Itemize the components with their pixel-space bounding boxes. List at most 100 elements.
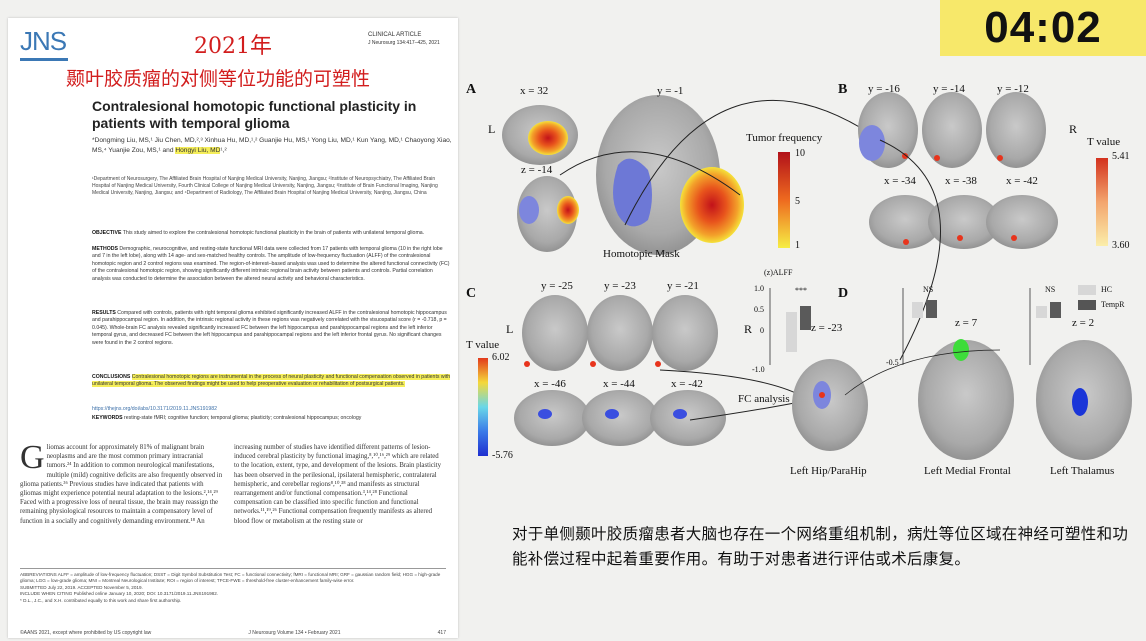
doi-link[interactable]: https://thejns.org/doi/abs/10.3171/2019.… bbox=[92, 406, 218, 412]
tumor-overlay-sagittal bbox=[528, 121, 568, 155]
panel-a-left-marker: L bbox=[488, 122, 496, 136]
journal-issue: J Neurosurg Volume 134 • February 2021 bbox=[248, 630, 341, 636]
authors-post: ¹,² bbox=[220, 147, 227, 154]
panel-c-y1: y = -25 bbox=[541, 280, 573, 292]
author-list: *Dongming Liu, MS,¹ Jiu Chen, MD,²,³ Xin… bbox=[92, 136, 452, 156]
brain-coronal-c1 bbox=[522, 295, 588, 371]
y-tick-neg05: -0.5 bbox=[886, 358, 899, 367]
page-footer: ©AANS 2021, except where prohibited by U… bbox=[20, 630, 446, 636]
bar-hc-3 bbox=[1036, 306, 1047, 318]
homotopic-mask bbox=[613, 158, 652, 227]
activation-b3 bbox=[997, 155, 1003, 161]
bar-hc-2 bbox=[912, 302, 923, 318]
panel-b-x3: x = -42 bbox=[1006, 175, 1038, 187]
ns-marker-2: NS bbox=[1045, 285, 1056, 294]
hip-roi-core bbox=[819, 392, 825, 398]
t-value-colorbar-c bbox=[478, 358, 488, 456]
activation-b5 bbox=[957, 235, 963, 241]
intro-column-right: increasing number of studies have identi… bbox=[234, 444, 442, 525]
brain-sagittal-c3 bbox=[650, 390, 726, 446]
y-tick-05: 0.5 bbox=[754, 305, 764, 314]
connector-arc-big bbox=[624, 99, 881, 226]
paper-title: Contralesional homotopic functional plas… bbox=[92, 98, 417, 131]
thalamus-roi bbox=[1072, 388, 1088, 416]
activation-b6 bbox=[1011, 235, 1017, 241]
year-annotation: 2021年 bbox=[194, 34, 272, 59]
panel-b-y2: y = -14 bbox=[933, 83, 965, 95]
activation-b2 bbox=[934, 155, 940, 161]
brain-axial-a bbox=[517, 176, 577, 252]
brain-coronal-b3 bbox=[986, 92, 1046, 168]
panel-b-colorbar-title: T value bbox=[1087, 136, 1121, 148]
tumor-frequency-title: Tumor frequency bbox=[746, 132, 823, 144]
mask-overlay-b1 bbox=[859, 125, 885, 161]
brain-axial-hip bbox=[792, 359, 868, 451]
panel-c-y3: y = -21 bbox=[667, 280, 699, 292]
panel-d-z-thalamus: z = 2 bbox=[1072, 317, 1095, 329]
keywords-text: resting-state fMRI; cognitive function; … bbox=[124, 415, 362, 421]
legend-swatch-hc bbox=[1078, 285, 1096, 295]
panel-c-brains bbox=[478, 295, 811, 456]
panel-b-brains bbox=[858, 92, 1108, 361]
ns-marker-1: NS bbox=[923, 285, 934, 294]
panel-a-z-coord: z = -14 bbox=[521, 164, 553, 176]
brain-sagittal-b2 bbox=[928, 195, 1000, 249]
panel-b-right-marker: R bbox=[1069, 122, 1078, 136]
paper-page: JNS 2021年 CLINICAL ARTICLE J Neurosurg 1… bbox=[8, 18, 458, 638]
significance-marker: *** bbox=[795, 286, 807, 295]
activation-b4 bbox=[903, 239, 909, 245]
deactivation-c3 bbox=[673, 409, 687, 419]
panel-a-brains bbox=[502, 95, 881, 255]
affiliations: ¹Department of Neurosurgery, The Affilia… bbox=[92, 176, 438, 196]
brain-sagittal-b1 bbox=[869, 195, 941, 249]
panel-c-x1: x = -46 bbox=[534, 378, 566, 390]
bar-tempr-3 bbox=[1050, 302, 1061, 318]
footnotes: ABBREVIATIONS ALFF = amplitude of low-fr… bbox=[20, 572, 446, 604]
panel-a-y-coord: y = -1 bbox=[657, 85, 684, 97]
bar-hc-1 bbox=[786, 312, 797, 352]
connector-arc-a bbox=[559, 151, 741, 196]
panel-c-x3: x = -42 bbox=[671, 378, 703, 390]
t-value-colorbar-b bbox=[1096, 158, 1108, 246]
abstract-methods: METHODS Demographic, neurocognitive, and… bbox=[92, 246, 452, 283]
panel-b-y1: y = -16 bbox=[868, 83, 900, 95]
panel-a-label: A bbox=[466, 82, 477, 97]
caption-thalamus: Left Thalamus bbox=[1050, 465, 1115, 477]
panel-c-left-marker: L bbox=[506, 322, 514, 336]
article-type: CLINICAL ARTICLE bbox=[368, 32, 422, 38]
fc-analysis-label: FC analysis bbox=[738, 393, 790, 405]
tumor-tick-5: 5 bbox=[795, 196, 800, 207]
panel-a-x-coord: x = 32 bbox=[520, 85, 549, 97]
brain-coronal-c2 bbox=[587, 295, 653, 371]
panel-d-label: D bbox=[838, 286, 849, 301]
panel-c-label: C bbox=[466, 286, 477, 301]
abstract-objective: OBJECTIVE This study aimed to explore th… bbox=[92, 230, 452, 237]
activation-b1 bbox=[902, 153, 908, 159]
page-number: 417 bbox=[437, 630, 446, 636]
methods-label: METHODS bbox=[92, 246, 118, 252]
chart-y-label: (z)ALFF bbox=[764, 268, 793, 277]
brain-sagittal-c2 bbox=[582, 390, 658, 446]
logo-underline bbox=[20, 58, 68, 61]
journal-logo: JNS bbox=[20, 26, 67, 56]
conclusions-text: Contralesional homotopic regions are ins… bbox=[92, 374, 451, 388]
objective-text: This study aimed to explore the contrale… bbox=[122, 230, 425, 236]
abbreviations: ABBREVIATIONS ALFF = amplitude of low-fr… bbox=[20, 572, 441, 584]
divider bbox=[20, 568, 446, 569]
tumor-overlay-coronal bbox=[680, 167, 744, 243]
brain-sagittal-b3 bbox=[986, 195, 1058, 249]
drop-cap: G bbox=[20, 439, 45, 476]
panel-c-colorbar-title: T value bbox=[466, 339, 500, 351]
bar-tempr-1 bbox=[800, 306, 811, 330]
legend-swatch-tempr bbox=[1078, 300, 1096, 310]
panel-c-right-marker: R bbox=[744, 322, 753, 336]
panel-b-x2: x = -38 bbox=[945, 175, 977, 187]
caption-left-hip: Left Hip/ParaHip bbox=[790, 465, 867, 477]
keywords-label: KEYWORDS bbox=[92, 415, 123, 421]
panel-d-z-frontal: z = 7 bbox=[955, 317, 978, 329]
brain-sagittal-c1 bbox=[514, 390, 590, 446]
activation-c1 bbox=[524, 361, 530, 367]
activation-c2 bbox=[590, 361, 596, 367]
caption-medial-frontal: Left Medial Frontal bbox=[924, 465, 1011, 477]
